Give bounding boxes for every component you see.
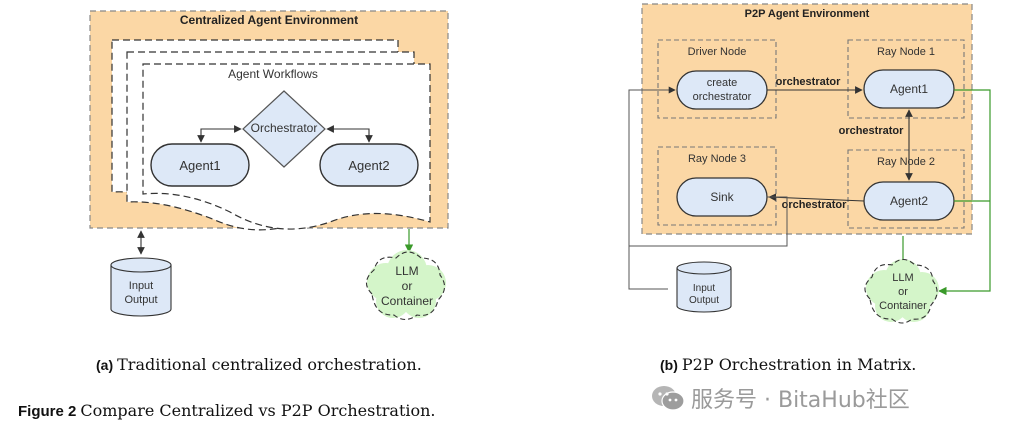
ray-node-1-label: Ray Node 1 (877, 46, 935, 58)
figure-caption-text: Compare Centralized vs P2P Orchestration… (80, 401, 436, 420)
watermark: 服务号 · BitaHub社区 (651, 383, 910, 413)
agent2-node-a (319, 143, 419, 187)
panel-b: P2P Agent Environment Driver Node Ray No… (628, 3, 991, 324)
io-database-icon-b (676, 261, 732, 313)
orchestrator-label-top: orchestrator (776, 76, 842, 88)
p2p-env-title: P2P Agent Environment (745, 8, 870, 20)
agent1-label-a: Agent1 (179, 158, 220, 173)
io-label-input-a: Input (129, 280, 153, 292)
centralized-env-title: Centralized Agent Environment (180, 13, 358, 27)
llm-label-llm-a: LLM (395, 264, 418, 278)
caption-a-text: Traditional centralized orchestration. (117, 355, 422, 374)
figure-caption: Figure 2 Compare Centralized vs P2P Orch… (18, 401, 436, 421)
figure-caption-label: Figure 2 (18, 403, 77, 420)
llm-cloud-icon (365, 250, 446, 321)
create-label-line2: orchestrator (693, 91, 752, 103)
io-label-output-a: Output (124, 294, 157, 306)
arrow-sink-to-io (629, 196, 788, 247)
arrow-orch-agent2 (326, 125, 373, 143)
caption-a: (a) Traditional centralized orchestratio… (96, 355, 422, 375)
agent-workflows-label: Agent Workflows (228, 67, 318, 81)
create-label-line1: create (707, 77, 738, 89)
arrow-agent2-sink (768, 193, 865, 202)
ray-node-2-label: Ray Node 2 (877, 156, 935, 168)
llm-label-llm-b: LLM (892, 272, 913, 284)
orchestrator-diamond (242, 90, 326, 168)
sink-label: Sink (710, 190, 734, 204)
watermark-text: 服务号 · BitaHub社区 (691, 388, 910, 413)
agent2-label-b: Agent2 (890, 194, 928, 208)
llm-label-or-a: or (402, 279, 413, 293)
wechat-icon (652, 386, 685, 411)
caption-b: (b) P2P Orchestration in Matrix. (660, 355, 916, 375)
arrow-io-to-create (628, 86, 676, 290)
arrow-orch-agent1 (197, 125, 242, 143)
llm-label-or-b: or (898, 286, 908, 298)
agent2-label-a: Agent2 (348, 158, 389, 173)
io-database-icon (110, 257, 172, 317)
ray-node-3-box (657, 146, 777, 226)
orchestrator-label: Orchestrator (251, 121, 318, 135)
panel-a: Centralized Agent Environment Agent Work… (89, 10, 449, 321)
agent1-label-b: Agent1 (890, 82, 928, 96)
caption-b-text: P2P Orchestration in Matrix. (681, 355, 917, 374)
driver-node-box (657, 39, 777, 119)
agent1-node-a (150, 143, 250, 187)
agent1-node-b (863, 69, 955, 109)
llm-label-container-b: Container (879, 300, 927, 312)
io-label-input-b: Input (693, 283, 715, 294)
arrow-agents-to-llm (938, 89, 991, 296)
orchestrator-label-mid: orchestrator (839, 125, 905, 137)
ray-node-3-label: Ray Node 3 (688, 153, 746, 165)
io-label-output-b: Output (689, 295, 719, 306)
llm-cloud-icon-b (864, 258, 939, 324)
caption-a-label: (a) (96, 357, 114, 373)
orchestrator-label-bottom: orchestrator (782, 199, 848, 211)
driver-node-label: Driver Node (688, 46, 747, 58)
caption-b-label: (b) (660, 357, 678, 373)
llm-label-container-a: Container (381, 294, 433, 308)
